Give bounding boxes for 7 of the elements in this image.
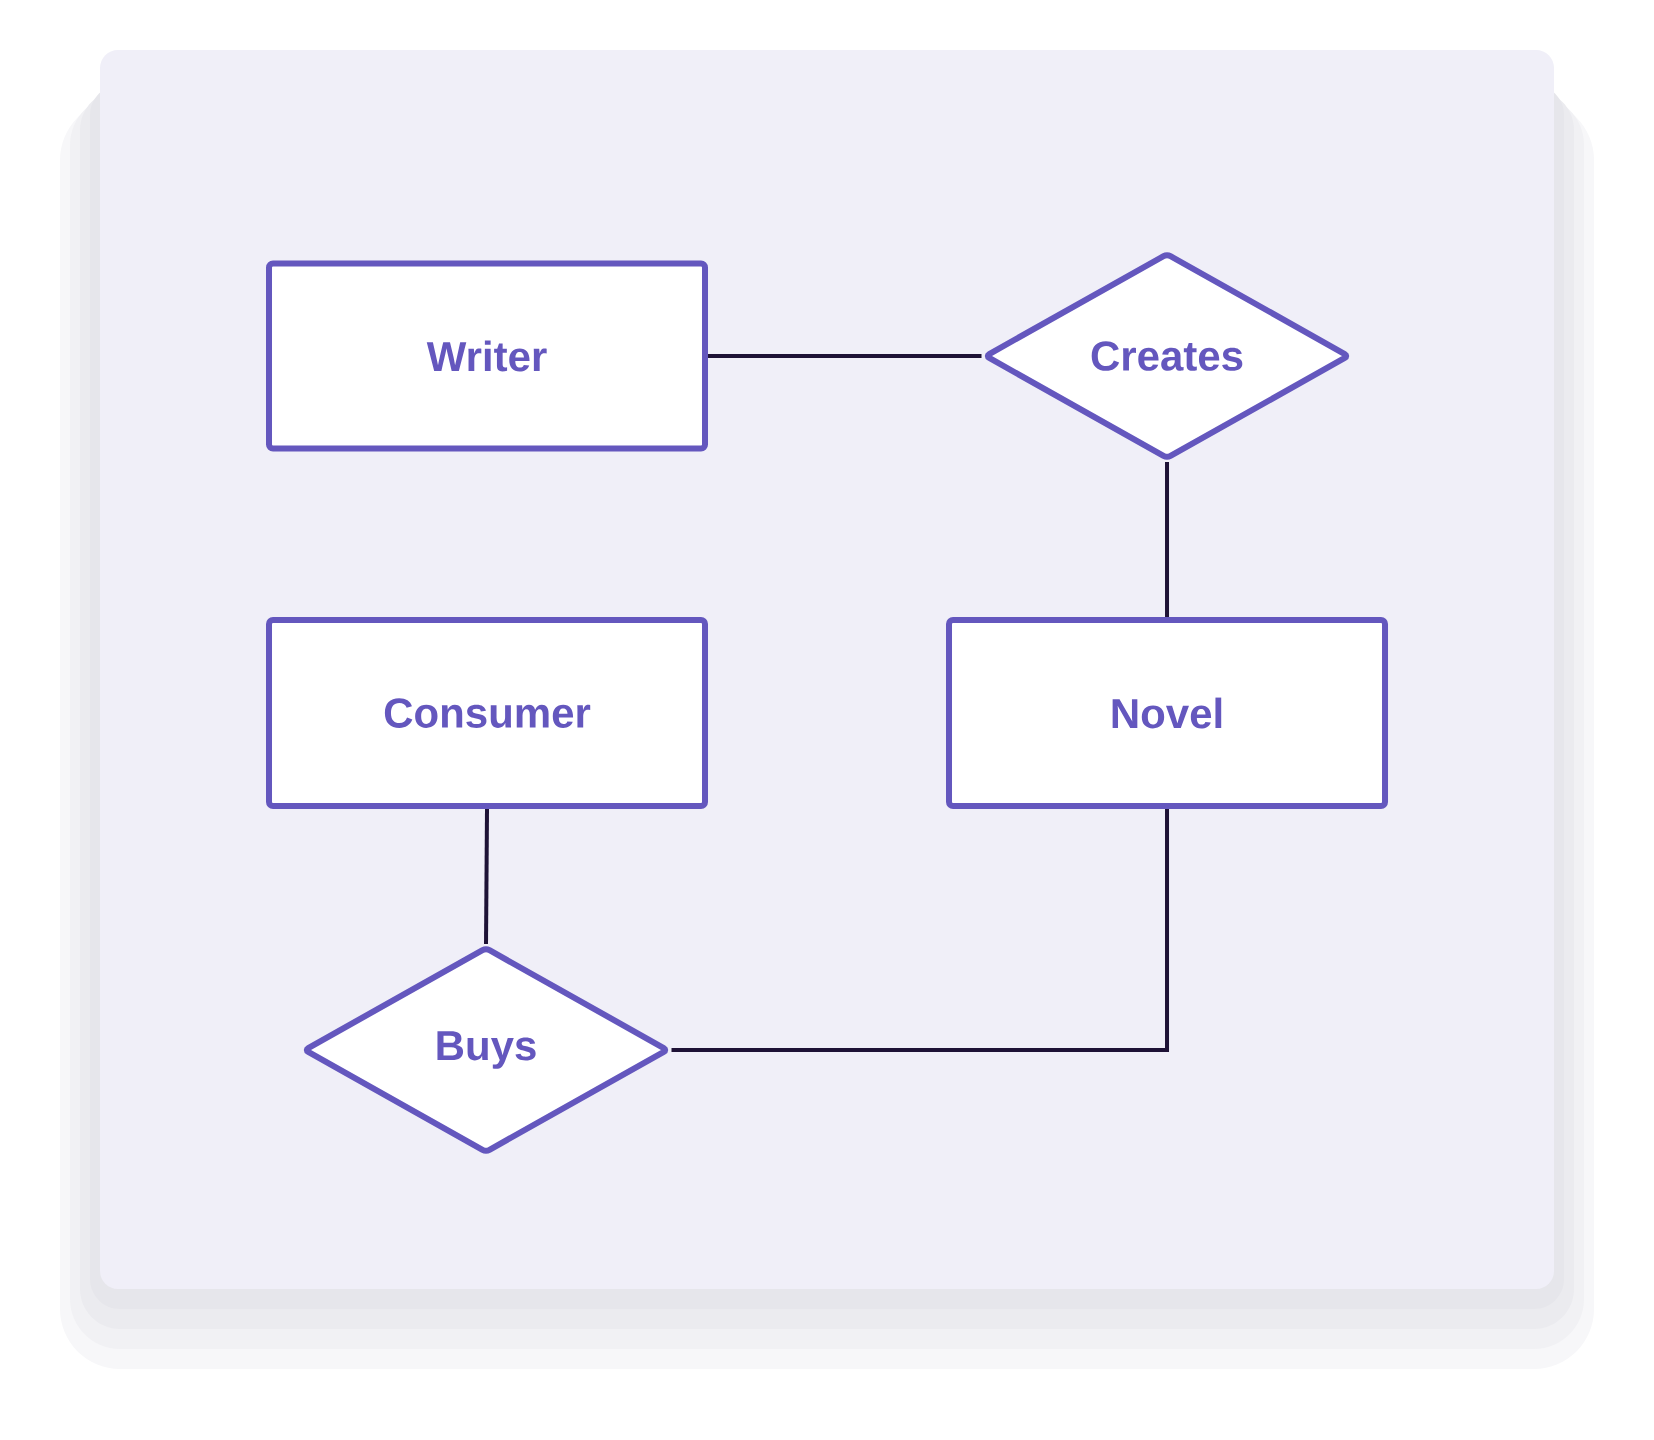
connector-line [1165,462,1169,617]
entity-box: Consumer [266,617,708,809]
entity-box: Writer [266,260,708,452]
connector-line [671,809,1169,1052]
connector-line [708,354,982,358]
connector-line [484,809,489,945]
entity-box: Novel [946,617,1388,809]
